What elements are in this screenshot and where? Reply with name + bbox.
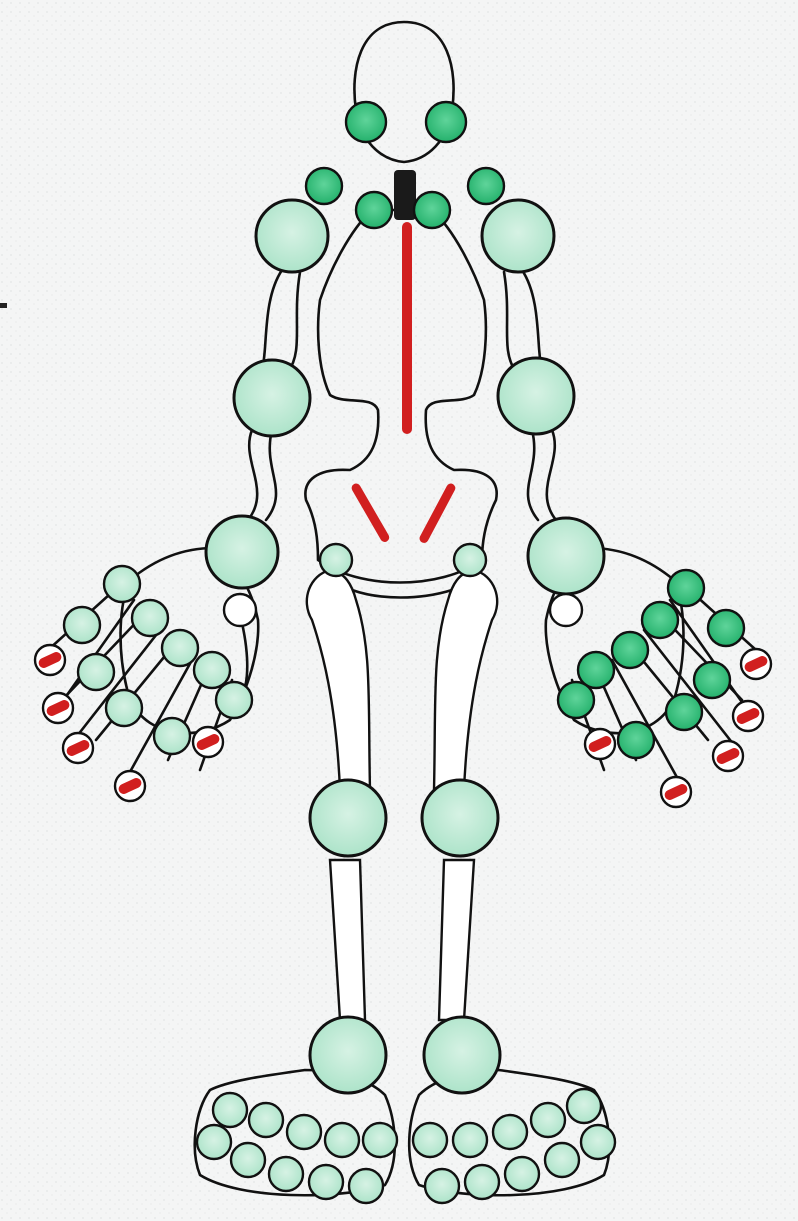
foot-left-1: [213, 1093, 247, 1127]
foot-left-4: [325, 1123, 359, 1157]
hand-left-6: [64, 607, 100, 643]
spine-mark: [402, 222, 412, 434]
elbow-left: [234, 360, 310, 436]
hand-right-6: [708, 610, 744, 646]
hand-left-8: [106, 690, 142, 726]
hand-right-3: [612, 632, 648, 668]
foot-left-7: [231, 1143, 265, 1177]
hand-left-5: [216, 682, 252, 718]
hand-left-3: [162, 630, 198, 666]
foot-right-9: [545, 1143, 579, 1177]
hand-right-8: [666, 694, 702, 730]
hand-left-2: [132, 600, 168, 636]
clavicle-joint-right: [414, 192, 450, 228]
foot-right-6: [425, 1169, 459, 1203]
foot-left-2: [249, 1103, 283, 1137]
shoulder-left: [256, 200, 328, 272]
hip-left: [320, 544, 352, 576]
wrist-right: [528, 518, 604, 594]
elbow-right: [498, 358, 574, 434]
neck-block: [394, 170, 416, 220]
foot-right-1: [413, 1123, 447, 1157]
clavicle-joint-left: [356, 192, 392, 228]
sternoclavicular-right: [468, 168, 504, 204]
hand-right-1: [668, 570, 704, 606]
hand-right-5: [558, 682, 594, 718]
jaw-joint-left: [346, 102, 386, 142]
foot-right-4: [531, 1103, 565, 1137]
foot-right-8: [505, 1157, 539, 1191]
hand-left-9: [154, 718, 190, 754]
foot-right-2: [453, 1123, 487, 1157]
foot-right-3: [493, 1115, 527, 1149]
foot-right-5: [567, 1089, 601, 1123]
ankle-right: [424, 1017, 500, 1093]
foot-left-8: [269, 1157, 303, 1191]
ankle-left: [310, 1017, 386, 1093]
foot-left-10: [349, 1169, 383, 1203]
wrist-left: [206, 516, 278, 588]
foot-right-10: [581, 1125, 615, 1159]
hand-right-7: [694, 662, 730, 698]
shoulder-right: [482, 200, 554, 272]
hand-left-4: [194, 652, 230, 688]
knee-left: [310, 780, 386, 856]
foot-left-3: [287, 1115, 321, 1149]
foot-left-9: [309, 1165, 343, 1199]
knee-right: [422, 780, 498, 856]
hand-left-1: [104, 566, 140, 602]
hand-right-2: [642, 602, 678, 638]
hand-right-9: [618, 722, 654, 758]
foot-right-7: [465, 1165, 499, 1199]
wrist-small-right: [550, 594, 582, 626]
margin-tick: [0, 303, 7, 308]
hand-left-7: [78, 654, 114, 690]
foot-left-6: [197, 1125, 231, 1159]
wrist-small-left: [224, 594, 256, 626]
foot-left-5: [363, 1123, 397, 1157]
sternoclavicular-left: [306, 168, 342, 204]
jaw-joint-right: [426, 102, 466, 142]
hip-right: [454, 544, 486, 576]
